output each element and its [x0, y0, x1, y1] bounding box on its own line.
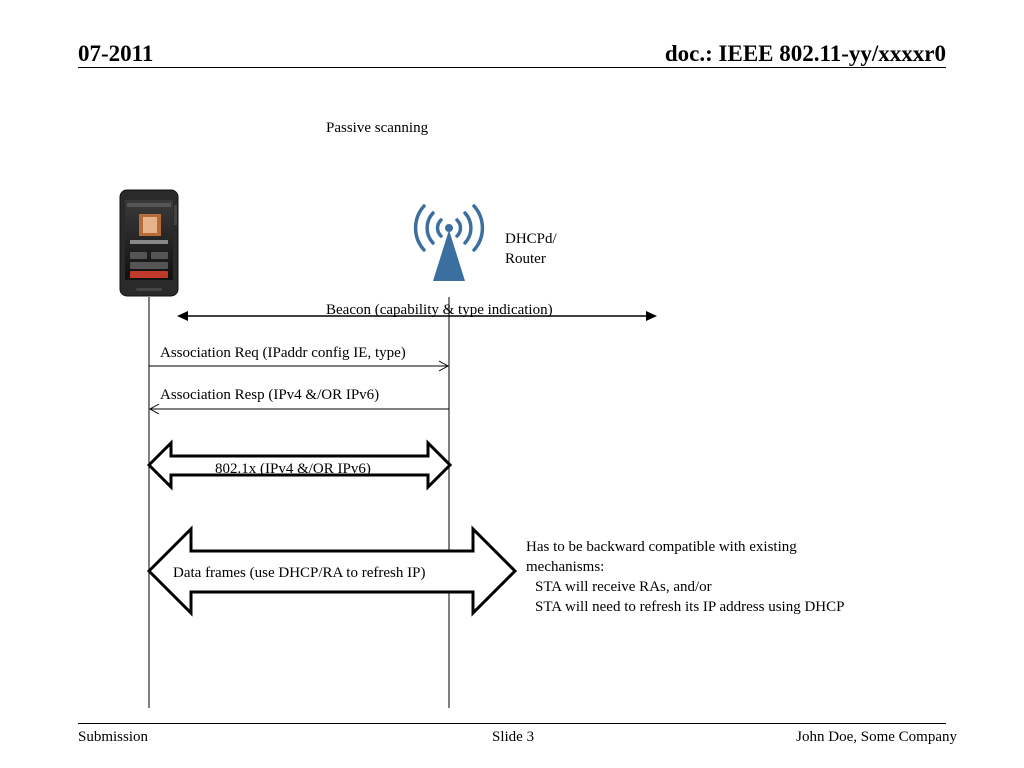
data-frames-label: Data frames (use DHCP/RA to refresh IP)	[173, 565, 426, 581]
ap-label-line2: Router	[505, 251, 546, 267]
smartphone-icon	[119, 189, 179, 297]
association-resp-label: Association Resp (IPv4 &/OR IPv6)	[160, 387, 380, 403]
ap-label-line1: DHCPd/	[505, 231, 557, 247]
note-line-3: STA will receive RAs, and/or	[535, 579, 712, 595]
header-date: 07-2011	[78, 41, 154, 66]
header-doc-id: doc.: IEEE 802.11-yy/xxxxr0	[664, 41, 946, 66]
beacon-arrow	[177, 311, 657, 321]
note-line-2: mechanisms:	[526, 559, 605, 575]
footer-slide-number: Slide 3	[492, 729, 535, 745]
note-line-4: STA will need to refresh its IP address …	[535, 599, 845, 615]
dot1x-label: 802.1x (IPv4 &/OR IPv6)	[215, 461, 371, 477]
association-req-label: Association Req (IPaddr config IE, type)	[160, 345, 406, 361]
beacon-label: Beacon (capability & type indication)	[326, 302, 553, 318]
footer-submission: Submission	[78, 729, 149, 745]
association-resp-arrow	[148, 403, 449, 415]
dot1x-block-arrow	[146, 439, 453, 491]
data-frames-block-arrow	[146, 525, 518, 617]
footer-rule	[78, 723, 946, 724]
footer-author: John Doe, Some Company	[796, 729, 957, 745]
association-req-arrow	[149, 360, 450, 372]
header-rule	[78, 67, 946, 68]
wireless-access-point-icon	[413, 204, 485, 281]
note-line-1: Has to be backward compatible with exist…	[526, 539, 797, 555]
diagram-title: Passive scanning	[326, 120, 429, 136]
